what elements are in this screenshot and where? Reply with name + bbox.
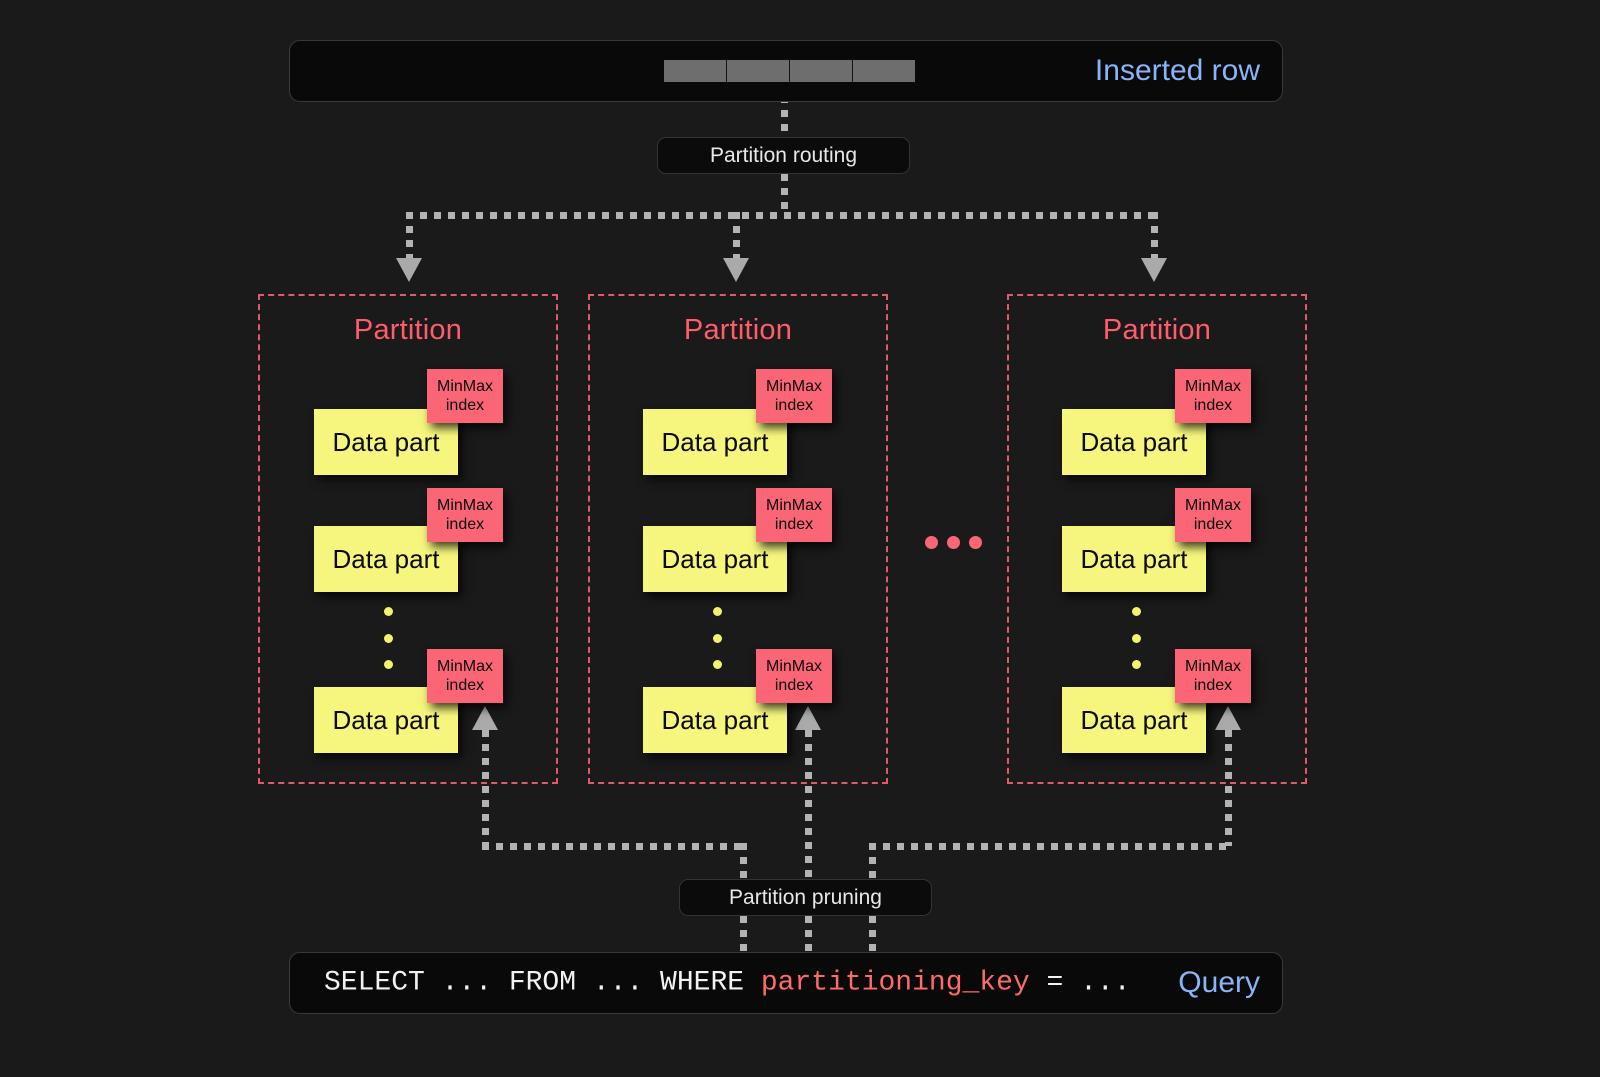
minmax-line-1: MinMax — [765, 377, 822, 395]
minmax-line-1: MinMax — [765, 496, 822, 514]
minmax-line-2: index — [774, 677, 814, 694]
arrow-up-partition-1 — [472, 706, 498, 730]
pruning-bus-left — [482, 843, 747, 850]
query-suffix: = ... — [1029, 967, 1131, 999]
minmax-line-2: index — [774, 516, 814, 533]
connector-row-to-routing — [781, 82, 788, 138]
connector-pruning-to-query-right — [869, 916, 876, 954]
vertical-ellipsis-dot — [1132, 634, 1141, 643]
arrow-up-partition-2 — [795, 706, 821, 730]
minmax-line-2: index — [445, 397, 485, 414]
minmax-index-3-2: MinMax index — [1175, 488, 1251, 542]
minmax-index-3-1: MinMax index — [1175, 369, 1251, 423]
minmax-line-2: index — [774, 397, 814, 414]
connector-pruning-left-drop — [740, 843, 747, 888]
partition-routing-label: Partition routing — [709, 143, 858, 167]
partition-title: Partition — [353, 314, 463, 346]
vertical-ellipsis-dot — [1132, 660, 1141, 669]
partition-title: Partition — [683, 314, 793, 346]
minmax-index-1-2: MinMax index — [427, 488, 503, 542]
data-part-2-1: Data part — [643, 409, 787, 475]
connector-bus-to-partition-2 — [733, 212, 740, 260]
vertical-ellipsis-dot — [713, 634, 722, 643]
inserted-row-bar: Inserted row — [289, 40, 1283, 102]
row-cell — [790, 60, 853, 82]
minmax-index-3-3: MinMax index — [1175, 649, 1251, 703]
minmax-line-1: MinMax — [765, 657, 822, 675]
arrow-down-partition-1 — [396, 258, 422, 282]
connector-pruning-to-query-left — [740, 916, 747, 954]
query-bar: SELECT ... FROM ... WHERE partitioning_k… — [289, 952, 1283, 1014]
arrow-down-partition-3 — [1141, 258, 1167, 282]
arrow-up-partition-3 — [1215, 706, 1241, 730]
connector-pruning-to-query-center — [805, 916, 812, 954]
vertical-ellipsis-dot — [384, 634, 393, 643]
row-cell — [664, 60, 727, 82]
inserted-row-cells — [664, 60, 915, 82]
row-cell — [727, 60, 790, 82]
partition-pruning-box: Partition pruning — [679, 879, 932, 916]
connector-pruning-to-partition-3 — [1225, 730, 1232, 846]
query-keyword: partitioning_key — [760, 967, 1030, 999]
horizontal-ellipsis-dot — [947, 536, 960, 549]
query-label: Query — [1178, 966, 1260, 999]
connector-pruning-right-drop — [869, 843, 876, 888]
connector-pruning-to-partition-1 — [482, 730, 489, 846]
vertical-ellipsis-dot — [384, 660, 393, 669]
minmax-line-1: MinMax — [1184, 377, 1241, 395]
routing-bus — [406, 212, 1158, 219]
vertical-ellipsis-dot — [713, 607, 722, 616]
connector-bus-to-partition-1 — [406, 212, 413, 260]
partition-box-1: Partition — [258, 294, 558, 784]
connector-pruning-to-partition-2 — [805, 730, 812, 888]
minmax-line-1: MinMax — [436, 657, 493, 675]
minmax-line-2: index — [1193, 397, 1233, 414]
partition-box-2: Partition — [588, 294, 888, 784]
partition-box-3: Partition — [1007, 294, 1307, 784]
minmax-index-1-1: MinMax index — [427, 369, 503, 423]
query-prefix: SELECT ... FROM ... WHERE — [324, 967, 761, 999]
connector-bus-to-partition-3 — [1151, 212, 1158, 260]
vertical-ellipsis-dot — [1132, 607, 1141, 616]
partition-pruning-label: Partition pruning — [729, 885, 882, 909]
pruning-bus-right — [869, 843, 1232, 850]
minmax-line-2: index — [1193, 677, 1233, 694]
partition-routing-box: Partition routing — [657, 137, 910, 174]
inserted-row-label: Inserted row — [1094, 54, 1260, 87]
minmax-line-1: MinMax — [436, 377, 493, 395]
row-cell — [853, 60, 915, 82]
minmax-index-2-1: MinMax index — [756, 369, 832, 423]
arrow-down-partition-2 — [723, 258, 749, 282]
minmax-line-1: MinMax — [1184, 657, 1241, 675]
minmax-line-2: index — [445, 516, 485, 533]
connector-routing-to-bus — [781, 174, 788, 216]
horizontal-ellipsis-dot — [925, 536, 938, 549]
minmax-line-2: index — [1193, 516, 1233, 533]
vertical-ellipsis-dot — [713, 660, 722, 669]
minmax-line-1: MinMax — [1184, 496, 1241, 514]
query-sql-text: SELECT ... FROM ... WHERE partitioning_k… — [324, 968, 1131, 999]
minmax-index-1-3: MinMax index — [427, 649, 503, 703]
data-part-2-2: Data part — [643, 526, 787, 592]
minmax-line-1: MinMax — [436, 496, 493, 514]
horizontal-ellipsis-dot — [969, 536, 982, 549]
minmax-line-2: index — [445, 677, 485, 694]
partition-title: Partition — [1102, 314, 1212, 346]
minmax-index-2-2: MinMax index — [756, 488, 832, 542]
data-part-1-1: Data part — [314, 409, 458, 475]
vertical-ellipsis-dot — [384, 607, 393, 616]
minmax-index-2-3: MinMax index — [756, 649, 832, 703]
